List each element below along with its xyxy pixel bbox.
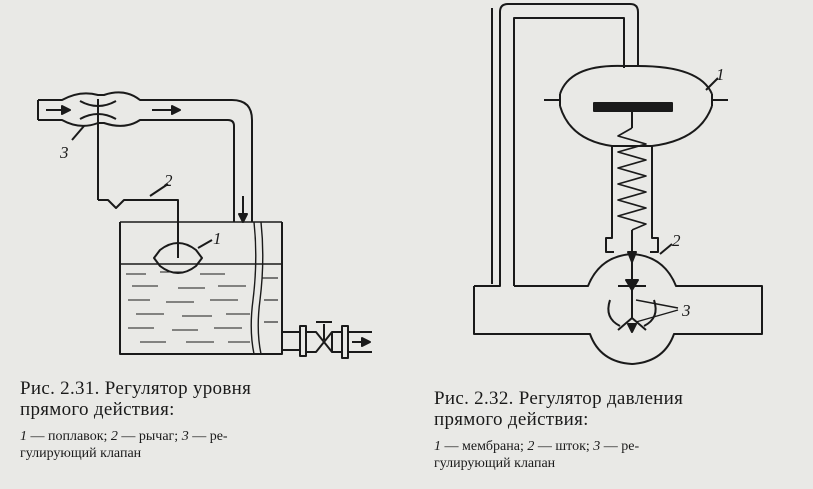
outlet-pipe [282, 321, 372, 359]
float [153, 239, 213, 274]
label-valve-2: 3 [681, 301, 691, 320]
label-valve: 3 [59, 143, 69, 162]
membrane [593, 77, 719, 112]
caption-legend: 1 — поплавок; 2 — рычаг; 3 — ре- гулирую… [20, 428, 228, 462]
level-regulator-diagram [37, 91, 372, 359]
caption-legend: 1 — мембрана; 2 — шток; 3 — ре- гулирующ… [434, 438, 640, 472]
tank [119, 221, 283, 355]
inlet-pipe [37, 91, 253, 223]
valve-leaders [635, 299, 679, 323]
label-membrane: 1 [716, 65, 725, 84]
caption-figure-2-31: Рис. 2.31. Регулятор уровня прямого дейс… [20, 378, 380, 463]
caption-title: Рис. 2.32. Регулятор давления прямого де… [434, 388, 684, 431]
regulating-valve [71, 99, 117, 200]
label-stem: 2 [672, 231, 681, 250]
pressure-regulator-diagram [473, 3, 763, 365]
label-float: 1 [213, 229, 222, 248]
label-lever: 2 [164, 171, 173, 190]
caption-figure-2-32: Рис. 2.32. Регулятор давления прямого де… [434, 388, 794, 473]
impulse-tube [474, 3, 639, 287]
lever [98, 183, 179, 258]
valve-body [473, 253, 763, 365]
caption-title: Рис. 2.31. Регулятор уровня прямого дейс… [20, 378, 252, 421]
membrane-chamber [544, 64, 728, 147]
